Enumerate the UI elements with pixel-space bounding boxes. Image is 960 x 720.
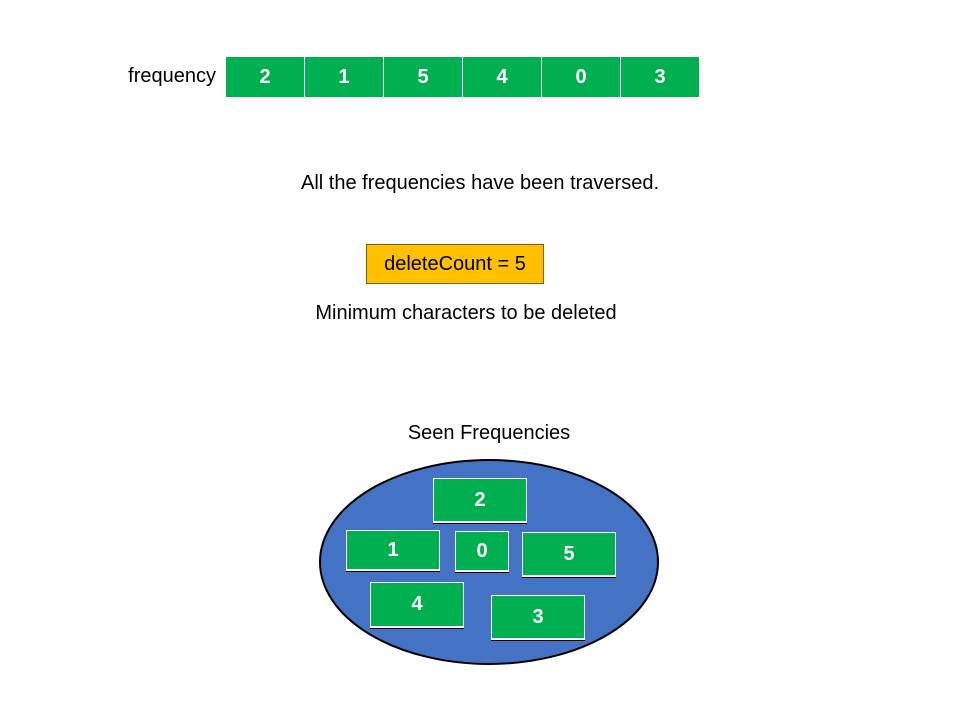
frequency-array: 2 1 5 4 0 3 [225,56,700,98]
frequency-cell: 5 [384,57,463,97]
seen-item: 4 [370,582,464,626]
frequency-cell: 3 [621,57,699,97]
result-caption: Minimum characters to be deleted [315,302,617,324]
frequency-cell: 0 [542,57,621,97]
frequency-array-label: frequency [128,65,216,87]
frequency-cell: 2 [226,57,305,97]
seen-item: 0 [455,531,509,570]
seen-item: 3 [491,595,585,638]
frequency-cell: 1 [305,57,384,97]
frequency-cell: 4 [463,57,542,97]
seen-item: 5 [522,532,616,575]
seen-item: 2 [433,478,527,521]
status-message: All the frequencies have been traversed. [301,172,659,194]
delete-count-box: deleteCount = 5 [366,244,544,284]
seen-item: 1 [346,530,440,569]
seen-frequencies-title: Seen Frequencies [407,422,571,444]
